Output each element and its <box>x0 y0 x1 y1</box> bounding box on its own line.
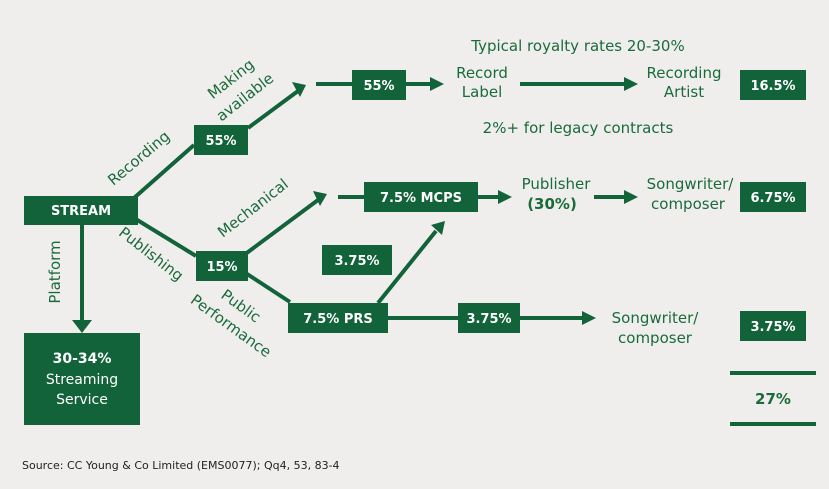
prs-label: 7.5% PRS <box>303 312 372 327</box>
source-note: Source: CC Young & Co Limited (EMS0077);… <box>22 459 340 472</box>
recording-55-label: 55% <box>205 134 236 149</box>
publisher-label: Publisher <box>522 175 592 193</box>
songwriter2-line2: composer <box>618 329 693 347</box>
stream-to-recording-line <box>132 143 196 200</box>
songwriter2-line1: Songwriter/ <box>612 309 700 327</box>
songwriter2-arrowhead <box>582 311 596 325</box>
boxes: STREAM 30-34% Streaming Service 55% 55% … <box>24 70 806 425</box>
stream-to-publishing-line <box>132 216 198 258</box>
recording-55-box <box>194 125 248 155</box>
recording-artist-line1: Recording <box>646 64 721 82</box>
songwriter1-line2: composer <box>651 195 726 213</box>
recording-artist-line2: Artist <box>664 83 704 101</box>
prs-to-mcps-label: 3.75% <box>334 254 379 269</box>
making-55-label: 55% <box>363 79 394 94</box>
making-55-box <box>352 70 406 100</box>
stream-box <box>24 196 138 225</box>
record-label-line1: Record <box>456 64 508 82</box>
result-songwriter-mech-label: 6.75% <box>750 191 795 206</box>
streaming-line1: Streaming <box>46 372 118 388</box>
label-arrowhead <box>430 77 444 91</box>
record-label-line2: Label <box>462 83 502 101</box>
platform-label: Platform <box>46 240 64 303</box>
streaming-service-box <box>24 333 140 425</box>
prs-box <box>288 303 388 333</box>
prs-to-mcps-arrowhead <box>431 221 445 235</box>
result-artist-label: 16.5% <box>750 79 795 94</box>
result-songwriter-perf-box <box>740 311 806 341</box>
publishing-15-label: 15% <box>206 260 237 275</box>
prs-to-mcps-box <box>322 245 392 275</box>
publishing-15-box <box>196 251 248 281</box>
publishing-to-public-line <box>242 270 292 304</box>
prs-to-songwriter-box <box>458 303 520 333</box>
recording-to-making-line <box>246 89 300 130</box>
total-label: 27% <box>755 390 791 408</box>
artist-arrowhead <box>624 77 638 91</box>
publisher-arrowhead <box>498 190 512 204</box>
mechanical-label: Mechanical <box>214 175 292 241</box>
connectors <box>72 77 816 426</box>
mcps-box <box>364 182 478 212</box>
publishing-to-mechanical-line <box>242 198 320 257</box>
publisher-pct: (30%) <box>527 195 577 213</box>
songwriter1-line1: Songwriter/ <box>647 175 735 193</box>
mechanical-arrowhead <box>313 191 327 206</box>
songwriter1-arrowhead <box>624 190 638 204</box>
mcps-label: 7.5% MCPS <box>380 191 462 206</box>
royalty-note: Typical royalty rates 20-30% <box>470 37 684 55</box>
platform-arrowhead <box>72 320 92 333</box>
legacy-note: 2%+ for legacy contracts <box>483 119 674 137</box>
publishing-label: Publishing <box>115 223 187 284</box>
streaming-line2: Service <box>56 392 108 408</box>
recording-label: Recording <box>104 127 173 189</box>
result-artist-box <box>740 70 806 100</box>
prs-to-songwriter-label: 3.75% <box>466 312 511 327</box>
making-arrowhead <box>292 82 306 97</box>
result-songwriter-perf-label: 3.75% <box>750 320 795 335</box>
result-songwriter-mech-box <box>740 182 806 212</box>
prs-to-mcps-line <box>376 229 438 305</box>
stream-label: STREAM <box>51 204 111 219</box>
streaming-pct: 30-34% <box>53 351 112 367</box>
